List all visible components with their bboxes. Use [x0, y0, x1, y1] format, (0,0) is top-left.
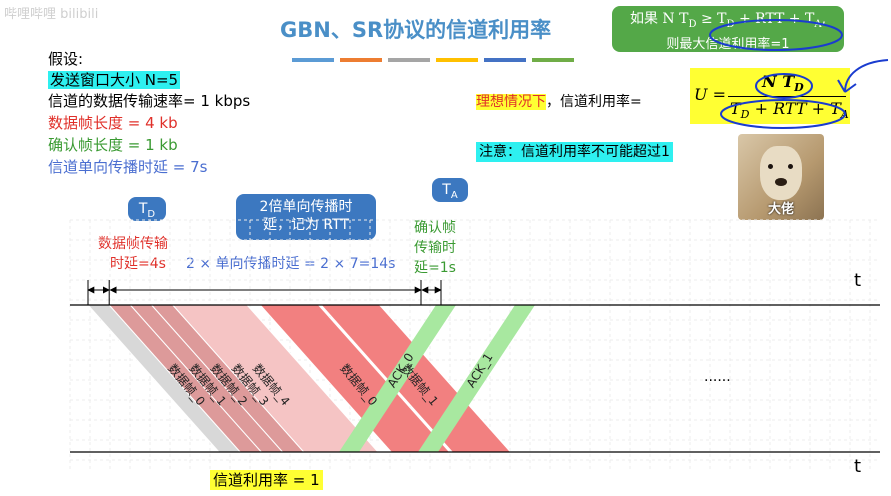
cond-b-sub: D: [726, 18, 735, 30]
rtt-callout-line2: 延，记为 RTT: [262, 217, 350, 233]
cond-c-sub: A: [814, 18, 822, 30]
note-limit: 注意：信道利用率不可能超过1: [476, 142, 673, 162]
formula-denominator: TD + RTT + TA: [730, 99, 849, 121]
assumption-heading: 假设:: [48, 50, 84, 68]
data-frame-label: 数据帧_4: [250, 361, 293, 409]
formula-den-t: T: [730, 99, 741, 118]
condition-note-line1: 如果 N TD ≥ TD + RTT + TA,: [612, 9, 844, 35]
formula-numerator: N TD: [762, 72, 804, 94]
title-bar-1: [340, 58, 382, 62]
ta-callout: TA: [432, 178, 468, 202]
ta-callout-t: T: [442, 182, 451, 198]
data-frame-label: 数据帧_0: [165, 361, 208, 409]
cond-a: 如果 N T: [629, 11, 689, 27]
ideal-label-rest: ，信道利用率=: [546, 94, 642, 110]
ack-frame-label: ACK_0: [385, 351, 417, 391]
td-delay-label: 数据帧传输 时延=4s: [98, 234, 168, 274]
ideal-label-red: 理想情况下: [476, 94, 546, 110]
data-frame-label: 数据帧_1: [186, 361, 229, 409]
td-callout-sub: D: [147, 208, 156, 220]
dimension-arrows: [87, 280, 442, 305]
utilization-formula: U = N TD TD + RTT + TA: [690, 68, 850, 124]
data-frame-shape: [320, 304, 512, 453]
data-frame-label: 数据帧_1: [398, 361, 441, 409]
title-bar-4: [484, 58, 526, 62]
data-frame-label: 数据帧_0: [337, 361, 380, 409]
watermark: 哔哩哔哩 bilibili: [4, 7, 99, 22]
ack-frame-shape: [418, 305, 535, 452]
formula-fraction-line: [728, 96, 846, 97]
assumption-ack-length: 确认帧长度 = 1 kb: [48, 136, 178, 154]
data-frame-shape: [171, 304, 380, 453]
dog-photo: 大佬: [738, 134, 824, 220]
formula-numerator-sub: D: [794, 81, 804, 95]
cond-c: + RTT + T: [734, 11, 815, 27]
data-frame-label: 数据帧_3: [229, 361, 272, 409]
cond-a-sub: D: [688, 18, 697, 30]
axis-label-top: t: [854, 270, 862, 291]
rtt-delay-label: 2 × 单向传播时延 = 2 × 7=14s: [186, 256, 396, 272]
title-bar-5: [532, 58, 574, 62]
data-frame-shape: [86, 304, 242, 453]
formula-numerator-text: N T: [762, 72, 795, 91]
td-callout: TD: [128, 197, 166, 221]
dog-eye-right: [788, 164, 793, 169]
ack-frame-label: ACK_1: [464, 351, 496, 391]
rtt-callout: 2倍单向传播时 延，记为 RTT: [236, 194, 376, 240]
ta-delay-line2: 传输时: [414, 240, 456, 256]
condition-note: 如果 N TD ≥ TD + RTT + TA, 则最大信道利用率=1: [612, 6, 844, 52]
ta-callout-sub: A: [450, 189, 458, 201]
utilization-result: 信道利用率 = 1: [210, 470, 323, 490]
formula-lhs: U =: [694, 85, 726, 104]
assumption-window: 发送窗口大小 N=5: [48, 71, 181, 89]
photo-caption: 大佬: [768, 202, 795, 217]
dog-face: [760, 146, 802, 200]
cond-tail: ,: [821, 11, 827, 27]
ellipsis: ......: [704, 369, 731, 385]
data-frame-shape: [259, 304, 451, 453]
time-axes: [70, 304, 880, 453]
title-bar-2: [388, 58, 430, 62]
title-bar-3: [436, 58, 478, 62]
dog-eye-left: [768, 164, 773, 169]
ack-frame-shape: [339, 305, 456, 452]
ta-delay-label: 确认帧 传输时 延=1s: [414, 218, 456, 278]
td-delay-line1: 数据帧传输: [98, 236, 168, 252]
title-bar-0: [292, 58, 334, 62]
assumption-propagation: 信道单向传播时延 = 7s: [48, 158, 208, 176]
cond-b: ≥ T: [696, 11, 727, 27]
formula-den-sub2: A: [840, 108, 849, 122]
condition-note-line2: 则最大信道利用率=1: [666, 36, 790, 52]
formula-den-mid: + RTT + T: [749, 99, 841, 118]
rtt-callout-line1: 2倍单向传播时: [259, 199, 353, 215]
data-frame-shape: [129, 304, 284, 453]
ta-delay-line3: 延=1s: [414, 260, 456, 276]
data-frame-shape: [150, 304, 305, 453]
dog-nose: [775, 178, 787, 186]
ideal-label: 理想情况下，信道利用率=: [476, 93, 642, 111]
ta-delay-line1: 确认帧: [414, 220, 456, 236]
assumption-frame-length: 数据帧长度 = 4 kb: [48, 114, 178, 132]
td-callout-t: T: [138, 201, 148, 217]
data-frame-shape: [108, 304, 263, 453]
td-delay-line2: 时延=4s: [110, 256, 166, 272]
axis-label-bottom: t: [854, 456, 862, 477]
page-title: GBN、SR协议的信道利用率: [280, 18, 552, 42]
data-frame-label: 数据帧_2: [208, 361, 251, 409]
assumption-rate: 信道的数据传输速率= 1 kbps: [48, 92, 251, 110]
frame-shapes: [86, 304, 535, 453]
formula-den-sub: D: [740, 108, 750, 122]
